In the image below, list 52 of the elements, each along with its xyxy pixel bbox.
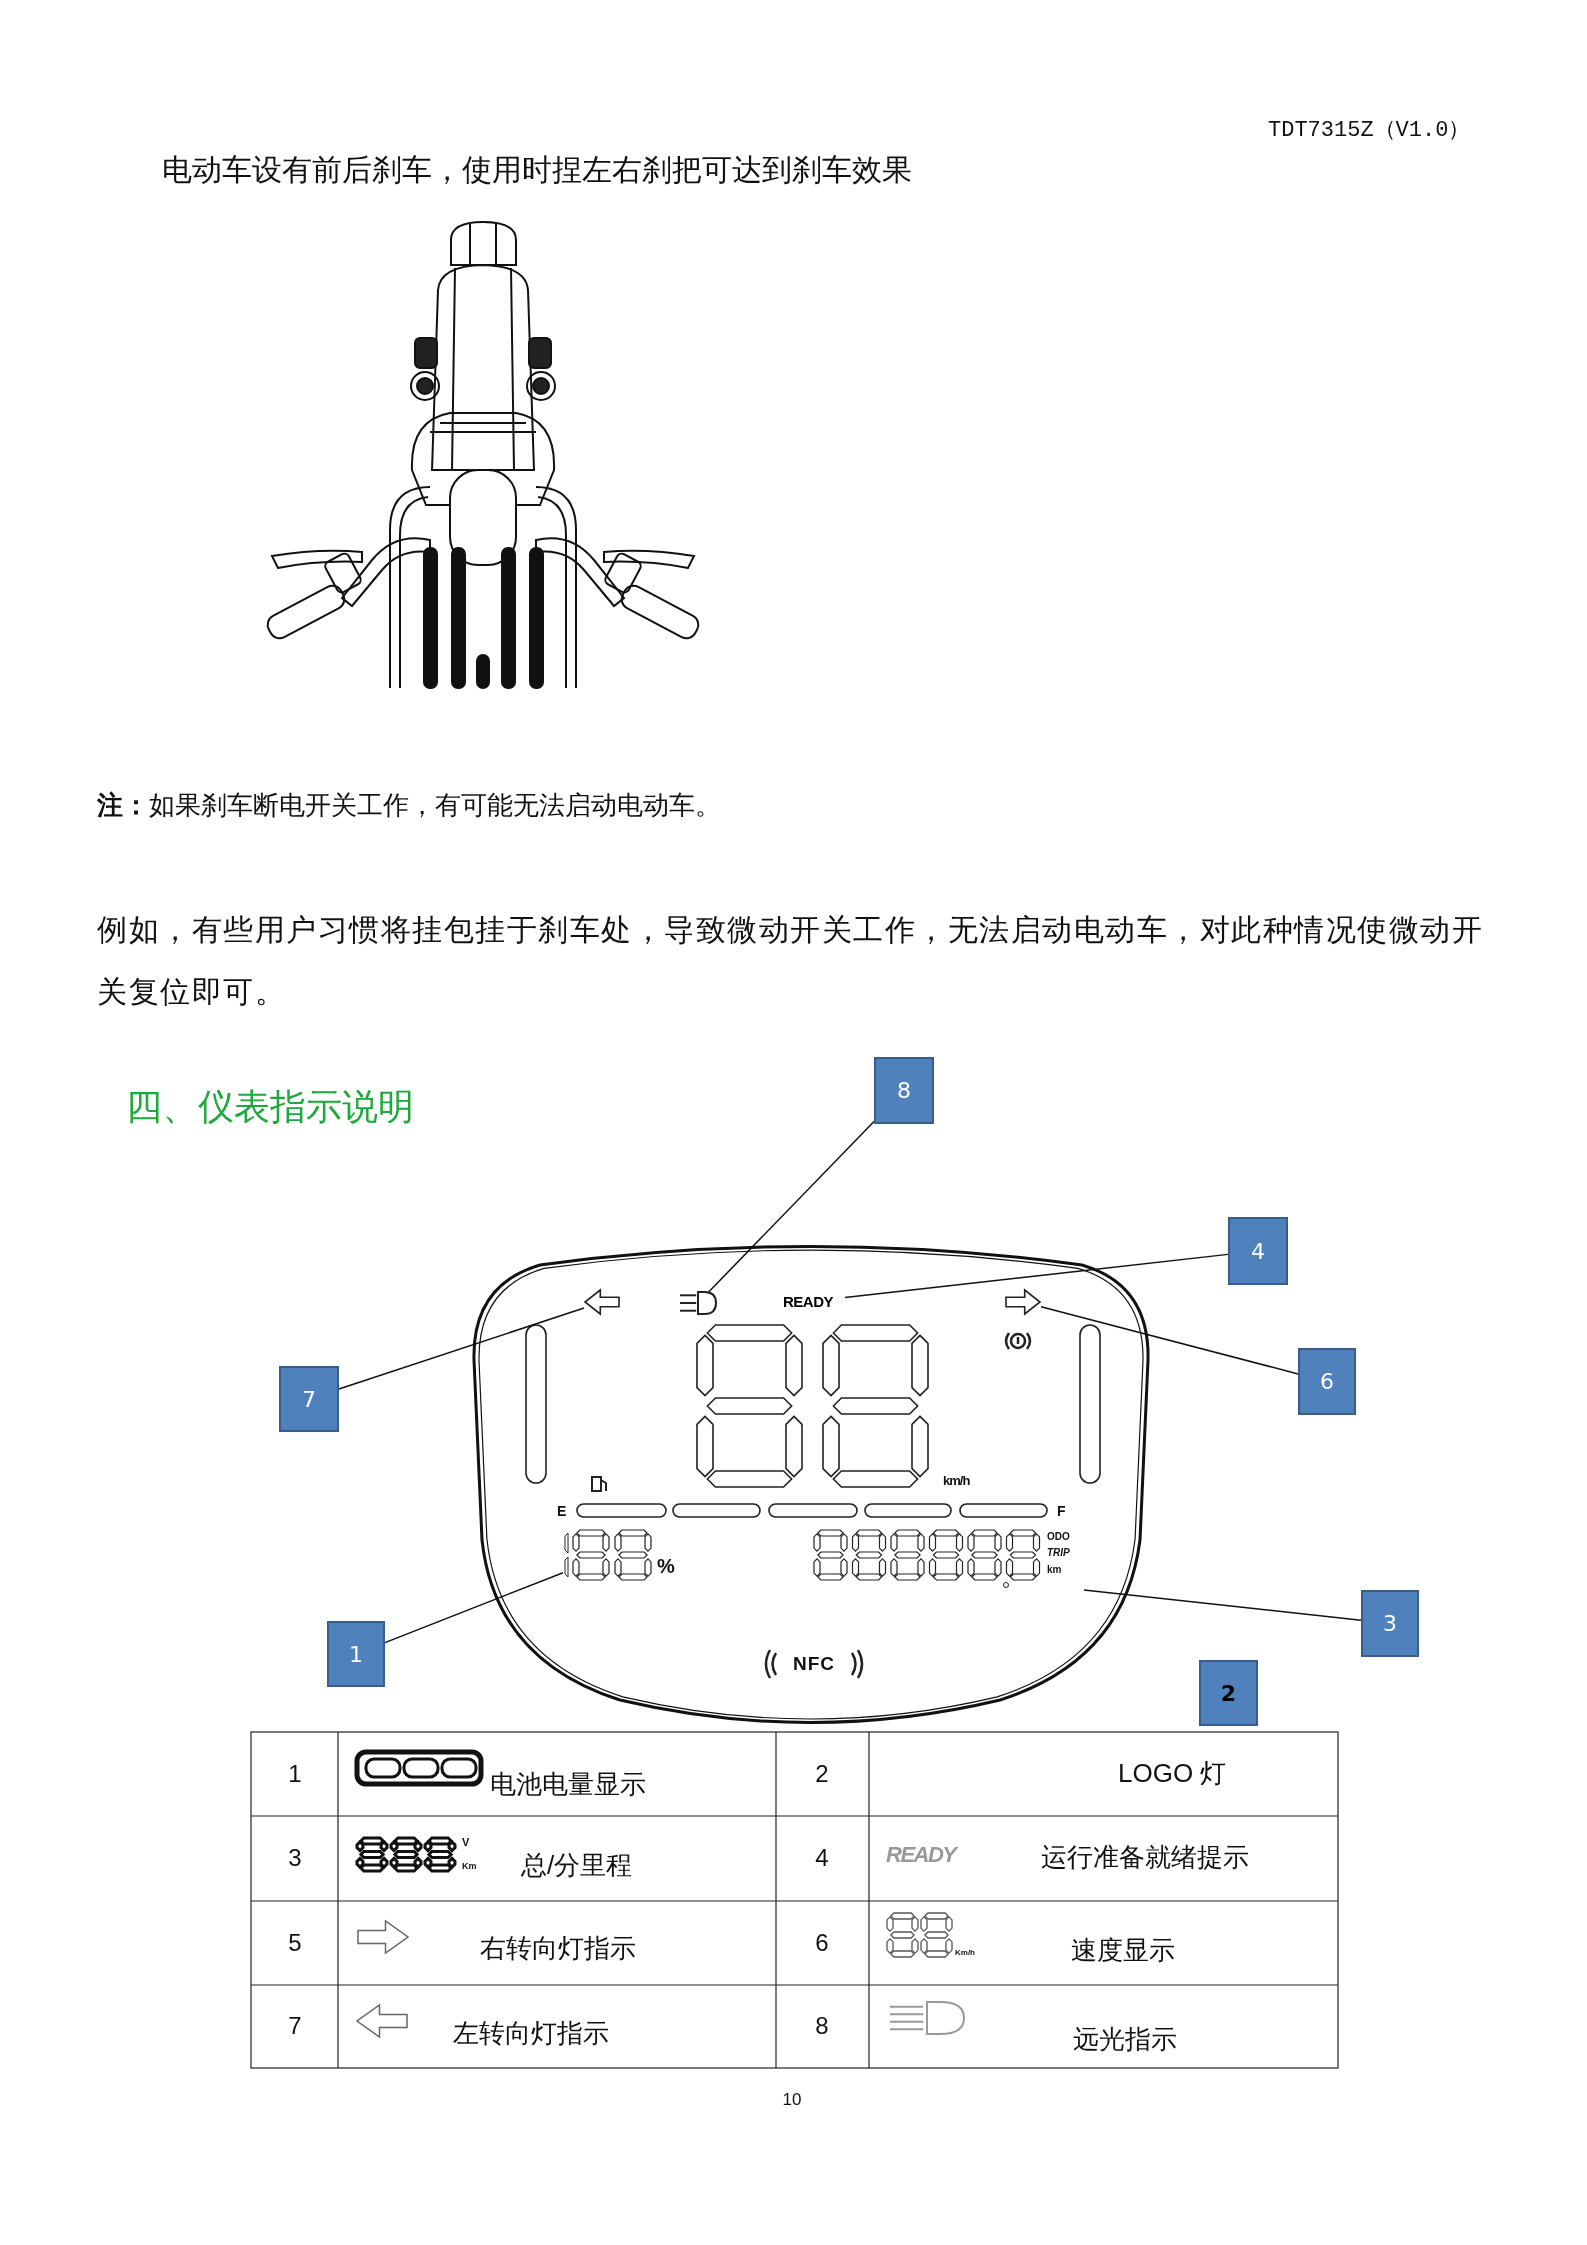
unit-text: V	[462, 1836, 470, 1850]
unit-text: Km/h	[955, 1948, 975, 1958]
callout-number: 7	[279, 1366, 339, 1432]
right-arrow-icon	[1005, 1289, 1041, 1315]
indicator-description: 总/分里程	[521, 1850, 633, 1882]
gauge-mark-text: F	[1057, 1502, 1066, 1520]
section-heading: 四、仪表指示说明	[126, 1085, 414, 1129]
callout-number: 1	[327, 1621, 385, 1687]
callout-number: 2	[1199, 1660, 1258, 1726]
unit-text: Km	[462, 1860, 477, 1872]
callout-number: 4	[1228, 1217, 1288, 1285]
indicator-description: 右转向灯指示	[480, 1933, 636, 1965]
row-number: 5	[288, 1928, 302, 1958]
paragraph-text: 例如，有些用户习惯将挂包挂于刹车处，导致微动开关工作，无法启动电动车，对此种情况使微动开关复位即可。	[97, 912, 1484, 1010]
indicator-description: 远光指示	[1073, 2024, 1177, 2056]
indicator-description: 左转向灯指示	[453, 2018, 609, 2050]
indicator-description: 运行准备就绪提示	[1041, 1842, 1249, 1874]
leader-line	[844, 1253, 1229, 1299]
leader-line	[338, 1307, 585, 1390]
note-text: 注：如果刹车断电开关工作，有可能无法启动电动车。	[97, 790, 721, 822]
battery-digits-icon	[563, 1530, 653, 1580]
mode-text: ODO	[1047, 1531, 1070, 1543]
instruction-text: 电动车设有前后刹车，使用时捏左右刹把可达到刹车效果	[162, 152, 912, 188]
indicator-text: READY	[783, 1291, 845, 1311]
leader-line	[1040, 1305, 1299, 1375]
percent-sign-text: %	[657, 1554, 675, 1578]
row-number: 7	[288, 2011, 302, 2041]
callout-number: 8	[874, 1057, 934, 1124]
unit-text: km	[1047, 1564, 1062, 1576]
row-number: 3	[288, 1843, 302, 1873]
row-number: 6	[815, 1928, 829, 1958]
callout-number: 3	[1361, 1590, 1419, 1657]
indicator-description: 速度显示	[1071, 1935, 1175, 1967]
row-number: 2	[815, 1759, 829, 1789]
leader-line	[1083, 1589, 1362, 1622]
indicator-description: LOGO 灯	[1118, 1758, 1227, 1790]
page-number: 10	[782, 2089, 802, 2111]
leader-line	[707, 1120, 875, 1293]
nfc-text: NFC	[792, 1652, 836, 1676]
row-number: 4	[815, 1843, 829, 1873]
row-number: 8	[815, 2011, 829, 2041]
speed-unit-text: km/h	[943, 1473, 970, 1489]
mode-text: TRIP	[1047, 1547, 1070, 1559]
document-code: TDT7315Z（V1.0）	[1268, 117, 1471, 145]
leader-line	[384, 1571, 564, 1644]
ready-text: READY	[886, 1841, 956, 1869]
left-arrow-icon	[584, 1289, 620, 1315]
headlight-icon	[680, 1292, 716, 1314]
indicator-description: 电池电量显示	[490, 1769, 646, 1801]
row-number: 1	[288, 1759, 302, 1789]
callout-number: 6	[1298, 1348, 1356, 1415]
gauge-mark-text: E	[557, 1502, 567, 1520]
